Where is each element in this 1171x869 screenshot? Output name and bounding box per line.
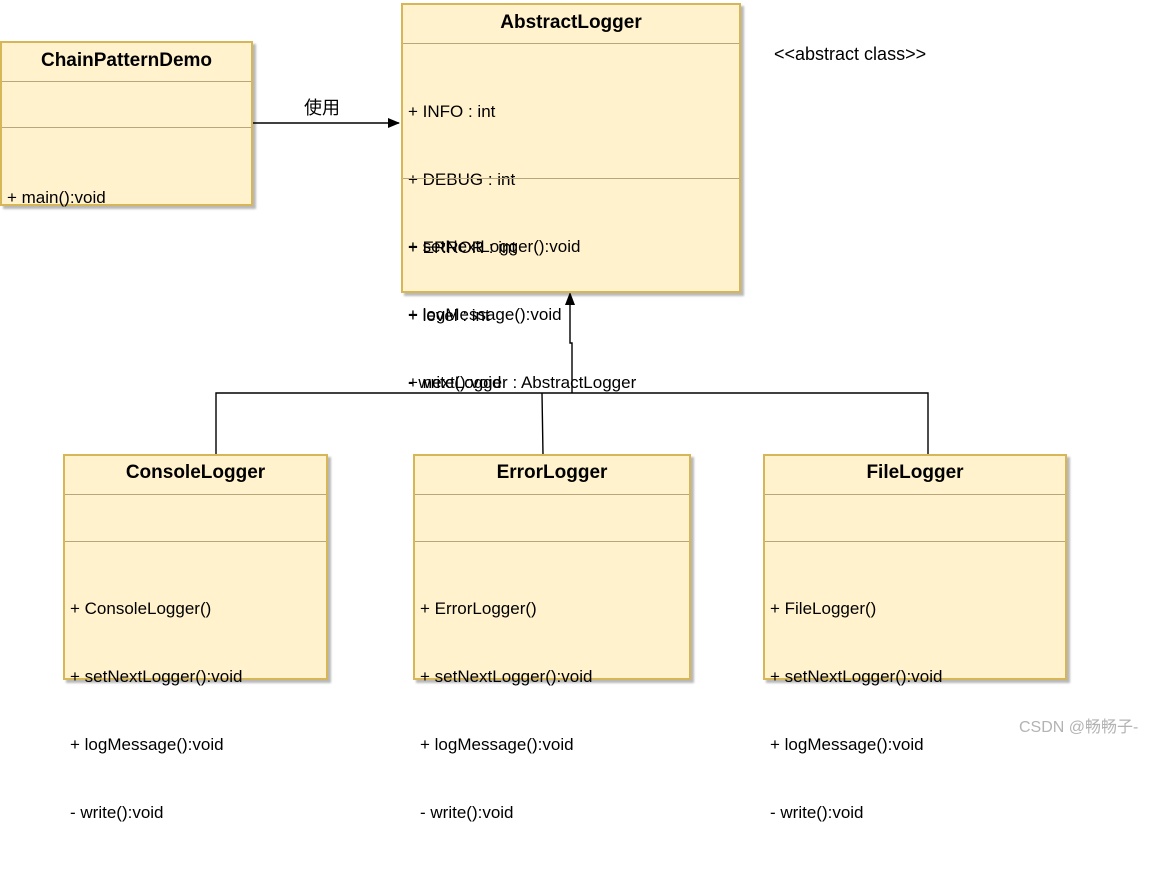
method-item: + main():void — [7, 188, 106, 208]
class-abstract-logger[interactable]: AbstractLogger + INFO : int + DEBUG : in… — [401, 3, 741, 392]
watermark: CSDN @畅畅子- — [1019, 719, 1139, 736]
method-item: - write():void — [408, 372, 502, 392]
method-item: + setNextLogger():void — [70, 666, 243, 686]
attribute-item: + DEBUG : int — [408, 169, 516, 189]
class-name: ErrorLogger — [496, 462, 608, 483]
method-list: + main():void — [7, 142, 247, 255]
stereotype-label: <<abstract class>> — [774, 44, 927, 64]
divider — [403, 43, 739, 44]
method-list: + ConsoleLogger() + setNextLogger():void… — [70, 553, 322, 869]
method-item: + ConsoleLogger() — [70, 599, 212, 619]
class-error-logger[interactable]: ErrorLogger + ErrorLogger() + setNextLog… — [413, 454, 691, 822]
class-name: AbstractLogger — [500, 12, 642, 33]
divider — [403, 178, 739, 179]
uses-label: 使用 — [304, 98, 340, 118]
divider — [415, 541, 689, 542]
method-item: - write():void — [420, 802, 514, 822]
method-item: + logMessage():void — [420, 734, 574, 754]
method-item: + setNextLogger():void — [420, 666, 593, 686]
method-item: + logMessage():void — [770, 734, 924, 754]
method-item: + logMessage():void — [408, 304, 562, 324]
divider — [65, 541, 326, 542]
attribute-item: + nextLogger : AbstractLogger — [408, 373, 637, 393]
method-item: - write():void — [70, 802, 164, 822]
divider — [2, 81, 251, 82]
attribute-item: + ERROR : int — [408, 237, 517, 257]
method-list: + setNextLogger():void + logMessage():vo… — [408, 191, 735, 440]
method-item: + setNextLogger():void — [408, 237, 581, 257]
attribute-item: + INFO : int — [408, 102, 496, 122]
divider — [765, 494, 1065, 495]
inheritance-connector[interactable] — [215, 292, 929, 456]
class-console-logger[interactable]: ConsoleLogger + ConsoleLogger() + setNex… — [63, 454, 328, 822]
class-name: ConsoleLogger — [125, 462, 266, 483]
method-item: + setNextLogger():void — [770, 666, 943, 686]
method-item: + logMessage():void — [70, 734, 224, 754]
divider — [765, 541, 1065, 542]
class-file-logger[interactable]: FileLogger + FileLogger() + setNextLogge… — [763, 454, 1067, 822]
attribute-item: + level : int — [408, 305, 490, 325]
method-list: + FileLogger() + setNextLogger():void + … — [770, 553, 1061, 869]
divider — [65, 494, 326, 495]
divider — [415, 494, 689, 495]
class-chain-pattern-demo[interactable]: ChainPatternDemo + main():void — [0, 41, 253, 207]
connectors-layer — [215, 118, 929, 456]
divider — [2, 127, 251, 128]
class-name: FileLogger — [866, 462, 964, 483]
method-item: - write():void — [770, 802, 864, 822]
method-item: + ErrorLogger() — [420, 599, 537, 619]
method-list: + ErrorLogger() + setNextLogger():void +… — [420, 553, 685, 869]
attribute-list: + INFO : int + DEBUG : int + ERROR : int… — [408, 56, 735, 440]
method-item: + FileLogger() — [770, 599, 877, 619]
class-name: ChainPatternDemo — [40, 50, 213, 71]
